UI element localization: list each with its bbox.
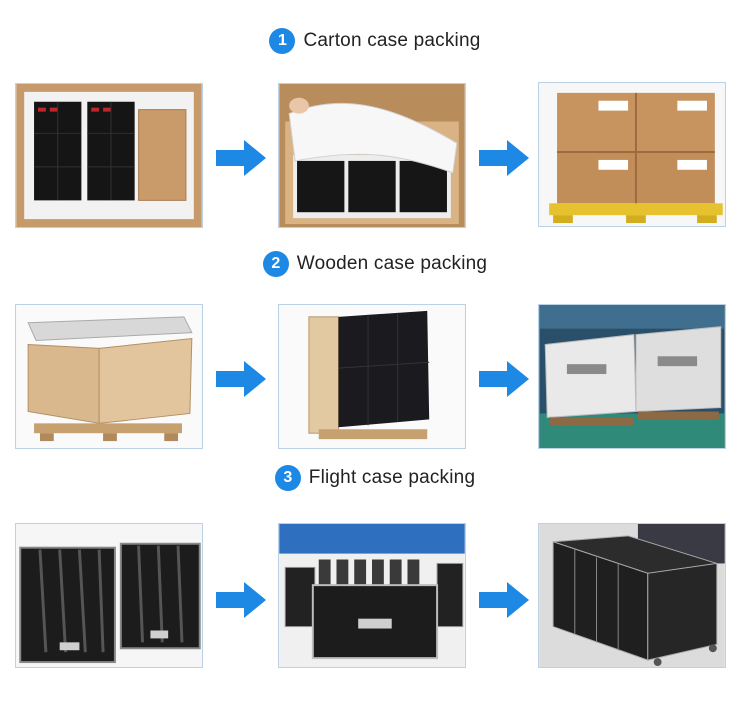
arrow-right-icon [216,140,266,176]
arrow-right-icon [479,140,529,176]
flight-cases-row-photo [538,523,726,668]
arrow-right-icon [479,361,529,397]
section-title: Wooden case packing [296,253,488,274]
section-heading-wooden: 2 Wooden case packing [0,249,750,279]
section-heading-carton: 1 Carton case packing [0,26,750,56]
carton-foam-panels-photo [278,83,466,228]
step-number-badge: 1 [269,28,296,54]
wooden-crates-warehouse-photo [538,304,726,449]
flight-case-loaded-photo [278,523,466,668]
section-title: Carton case packing [303,30,481,51]
flight-case-open-photo [15,523,203,668]
step-number-badge: 2 [262,251,289,277]
wooden-open-crate-photo [15,304,203,449]
arrow-right-icon [216,361,266,397]
arrow-right-icon [216,582,266,618]
arrow-right-icon [479,582,529,618]
carton-open-box-photo [15,83,203,228]
section-title: Flight case packing [308,467,476,488]
section-heading-flight: 3 Flight case packing [0,463,750,493]
wooden-crate-cabinet-photo [278,304,466,449]
carton-pallet-photo [538,82,726,227]
step-number-badge: 3 [274,465,301,491]
